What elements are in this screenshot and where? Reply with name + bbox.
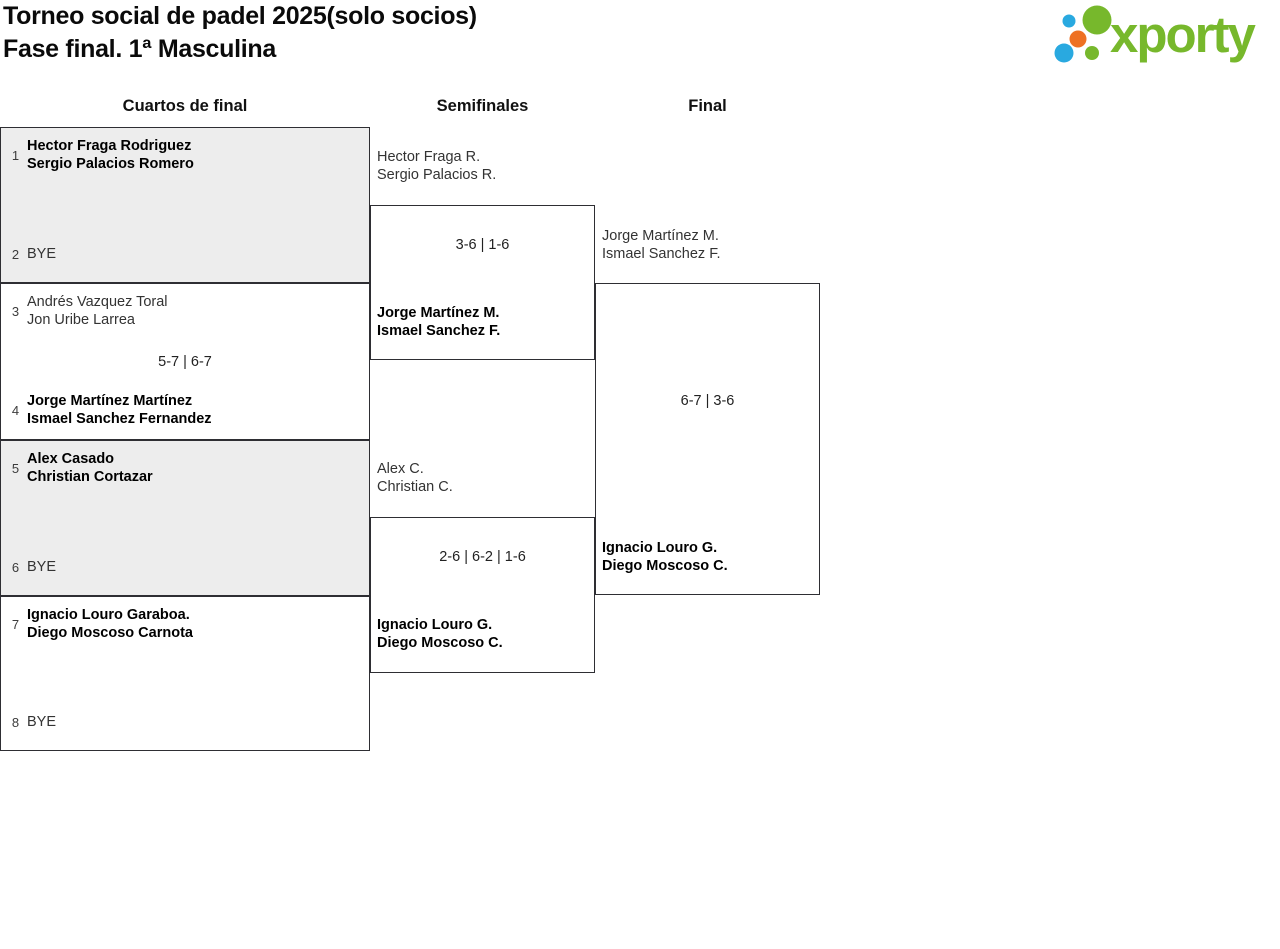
qf2-top-team-name: Andrés Vazquez Toral Jon Uribe Larrea [27, 293, 168, 329]
qf4-bottom-seed: 8 [11, 714, 20, 730]
xporty-logo[interactable]: xporty [1048, 0, 1276, 74]
xporty-logo-mark-icon [1054, 5, 1112, 63]
team-name-line: Jorge Martínez M. [602, 228, 719, 244]
team-name-line: Jorge Martínez Martínez [27, 393, 193, 409]
qf1-bottom-team-row: 2 BYE [8, 245, 363, 263]
qf1-top-team-row: 1 Hector Fraga Rodriguez Sergio Palacios… [8, 137, 363, 173]
qf3-top-seed: 5 [11, 460, 20, 476]
team-name-line: BYE [27, 714, 57, 730]
team-name-line: Diego Moscoso C. [377, 635, 503, 651]
team-name-line: Alex Casado [27, 451, 115, 467]
qf2-bottom-team-name: Jorge Martínez Martínez Ismael Sanchez F… [27, 392, 212, 428]
final-score: 6-7 | 3-6 [680, 393, 735, 409]
qf4-top-seed: 7 [11, 616, 20, 632]
final-bottom-team-name: Ignacio Louro G. Diego Moscoso C. [602, 539, 728, 575]
qf4-top-team-name: Ignacio Louro Garaboa. Diego Moscoso Car… [27, 606, 193, 642]
qf2-bottom-team-row: 4 Jorge Martínez Martínez Ismael Sanchez… [8, 392, 363, 428]
sf1-top-team-name: Hector Fraga R. Sergio Palacios R. [377, 148, 496, 184]
team-name-line: Diego Moscoso C. [602, 558, 728, 574]
team-name-line: Ignacio Louro G. [602, 540, 718, 556]
qf4-bottom-team-row: 8 BYE [8, 713, 363, 731]
match-box-sf2 [370, 517, 595, 673]
qf3-top-team-row: 5 Alex Casado Christian Cortazar [8, 450, 363, 486]
team-name-line: Christian Cortazar [27, 469, 153, 485]
title-line-1: Torneo social de padel 2025(solo socios) [3, 2, 477, 30]
sf2-top-team-name: Alex C. Christian C. [377, 460, 453, 496]
round-header-final: Final [688, 97, 727, 115]
title-line-2: Fase final. 1ª Masculina [3, 35, 276, 63]
qf4-top-team-row: 7 Ignacio Louro Garaboa. Diego Moscoso C… [8, 606, 363, 642]
qf2-top-seed: 3 [11, 303, 20, 319]
team-name-line: Jorge Martínez M. [377, 305, 500, 321]
team-name-line: BYE [27, 559, 57, 575]
team-name-line: Christian C. [377, 479, 453, 495]
match-box-sf1 [370, 205, 595, 360]
match-box-qf4: 7 Ignacio Louro Garaboa. Diego Moscoso C… [0, 596, 370, 751]
team-name-line: Hector Fraga Rodriguez [27, 138, 192, 154]
team-name-line: Ismael Sanchez Fernandez [27, 411, 212, 427]
sf2-score: 2-6 | 6-2 | 1-6 [439, 549, 526, 565]
team-name-line: Andrés Vazquez Toral [27, 294, 168, 310]
team-name-line: Alex C. [377, 461, 424, 477]
qf2-score: 5-7 | 6-7 [158, 354, 212, 370]
team-name-line: Ismael Sanchez F. [602, 246, 721, 262]
team-name-line: Sergio Palacios Romero [27, 156, 194, 172]
qf1-top-seed: 1 [11, 147, 20, 163]
match-box-final [595, 283, 820, 595]
qf1-bye-label: BYE [27, 245, 56, 263]
qf2-top-team-row: 3 Andrés Vazquez Toral Jon Uribe Larrea [8, 293, 363, 329]
match-box-qf3: 5 Alex Casado Christian Cortazar 6 BYE [0, 440, 370, 596]
match-box-qf1: 1 Hector Fraga Rodriguez Sergio Palacios… [0, 127, 370, 283]
final-top-team-name: Jorge Martínez M. Ismael Sanchez F. [602, 227, 720, 263]
team-name-line: Ignacio Louro G. [377, 617, 493, 633]
qf4-bye-label: BYE [27, 713, 56, 731]
sf1-score: 3-6 | 1-6 [455, 237, 510, 253]
qf1-top-team-name: Hector Fraga Rodriguez Sergio Palacios R… [27, 137, 194, 173]
match-box-qf2: 3 Andrés Vazquez Toral Jon Uribe Larrea … [0, 283, 370, 440]
qf1-bottom-seed: 2 [11, 246, 20, 262]
team-name-line: Hector Fraga R. [377, 149, 481, 165]
team-name-line: Ignacio Louro Garaboa. [27, 607, 190, 623]
qf3-top-team-name: Alex Casado Christian Cortazar [27, 450, 153, 486]
sf1-bottom-team-name: Jorge Martínez M. Ismael Sanchez F. [377, 304, 500, 340]
qf3-bottom-seed: 6 [11, 559, 20, 575]
xporty-logo-text: xporty [1110, 6, 1256, 63]
qf2-bottom-seed: 4 [11, 402, 20, 418]
team-name-line: BYE [27, 246, 57, 262]
team-name-line: Diego Moscoso Carnota [27, 625, 193, 641]
team-name-line: Jon Uribe Larrea [27, 312, 135, 328]
team-name-line: Sergio Palacios R. [377, 167, 497, 183]
page-title: Torneo social de padel 2025(solo socios)… [3, 0, 477, 66]
qf3-bottom-team-row: 6 BYE [8, 558, 363, 576]
team-name-line: Ismael Sanchez F. [377, 323, 501, 339]
round-header-quarterfinals: Cuartos de final [122, 97, 248, 115]
sf2-bottom-team-name: Ignacio Louro G. Diego Moscoso C. [377, 616, 503, 652]
qf3-bye-label: BYE [27, 558, 56, 576]
round-header-semifinals: Semifinales [436, 97, 529, 115]
